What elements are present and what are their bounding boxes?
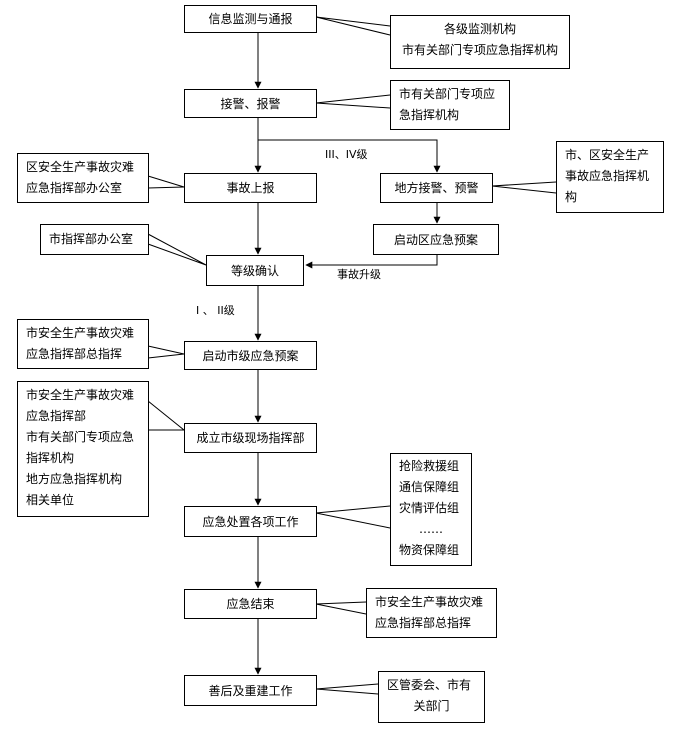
box-response-tasks: 应急处置各项工作 (184, 506, 317, 537)
note-alarm-orgs: 市有关部门专项应 急指挥机构 (390, 80, 510, 130)
note-monitor-orgs: 各级监测机构 市有关部门专项应急指挥机构 (390, 15, 570, 69)
callout-alarm (315, 94, 391, 109)
label-escalate: 事故升级 (337, 268, 381, 281)
box-field-hq: 成立市级现场指挥部 (184, 423, 317, 453)
label-level-1-2: I 、 II级 (196, 304, 235, 317)
label-level-3-4: III、IV级 (325, 148, 368, 161)
box-receive-alarm: 接警、报警 (184, 89, 317, 118)
box-response-end: 应急结束 (184, 589, 317, 619)
note-local-orgs: 市、区安全生产 事故应急指挥机 构 (556, 141, 664, 213)
callout-field (147, 400, 186, 431)
callout-tasks (315, 505, 391, 529)
box-start-district-plan: 启动区应急预案 (373, 224, 499, 255)
arrow-branch-to-local (258, 139, 441, 173)
callout-local (491, 181, 557, 194)
note-confirm-orgs: 市指挥部办公室 (40, 224, 149, 255)
callout-recovery (315, 683, 379, 695)
box-start-city-plan: 启动市级应急预案 (184, 341, 317, 370)
box-local-alarm: 地方接警、预警 (380, 173, 493, 203)
box-info-monitoring: 信息监测与通报 (184, 5, 317, 33)
note-report-orgs: 区安全生产事故灾难 应急指挥部办公室 (17, 153, 149, 203)
note-end-orgs: 市安全生产事故灾难 应急指挥部总指挥 (366, 588, 497, 638)
arrow-escalate (305, 254, 438, 269)
box-recovery: 善后及重建工作 (184, 675, 317, 706)
callout-cityplan (147, 345, 185, 359)
note-cityplan-orgs: 市安全生产事故灾难 应急指挥部总指挥 (17, 319, 149, 369)
note-field-orgs: 市安全生产事故灾难 应急指挥部 市有关部门专项应急 指挥机构 地方应急指挥机构 … (17, 381, 149, 517)
callout-monitor (315, 16, 391, 36)
box-level-confirm: 等级确认 (206, 255, 304, 286)
callout-end (315, 601, 367, 615)
callout-report (147, 175, 185, 189)
note-recovery-orgs: 区管委会、市有 关部门 (378, 671, 485, 723)
callout-confirm (147, 233, 207, 266)
box-accident-report: 事故上报 (184, 173, 317, 203)
note-task-groups: 抢险救援组 通信保障组 灾情评估组 …… 物资保障组 (390, 453, 472, 566)
